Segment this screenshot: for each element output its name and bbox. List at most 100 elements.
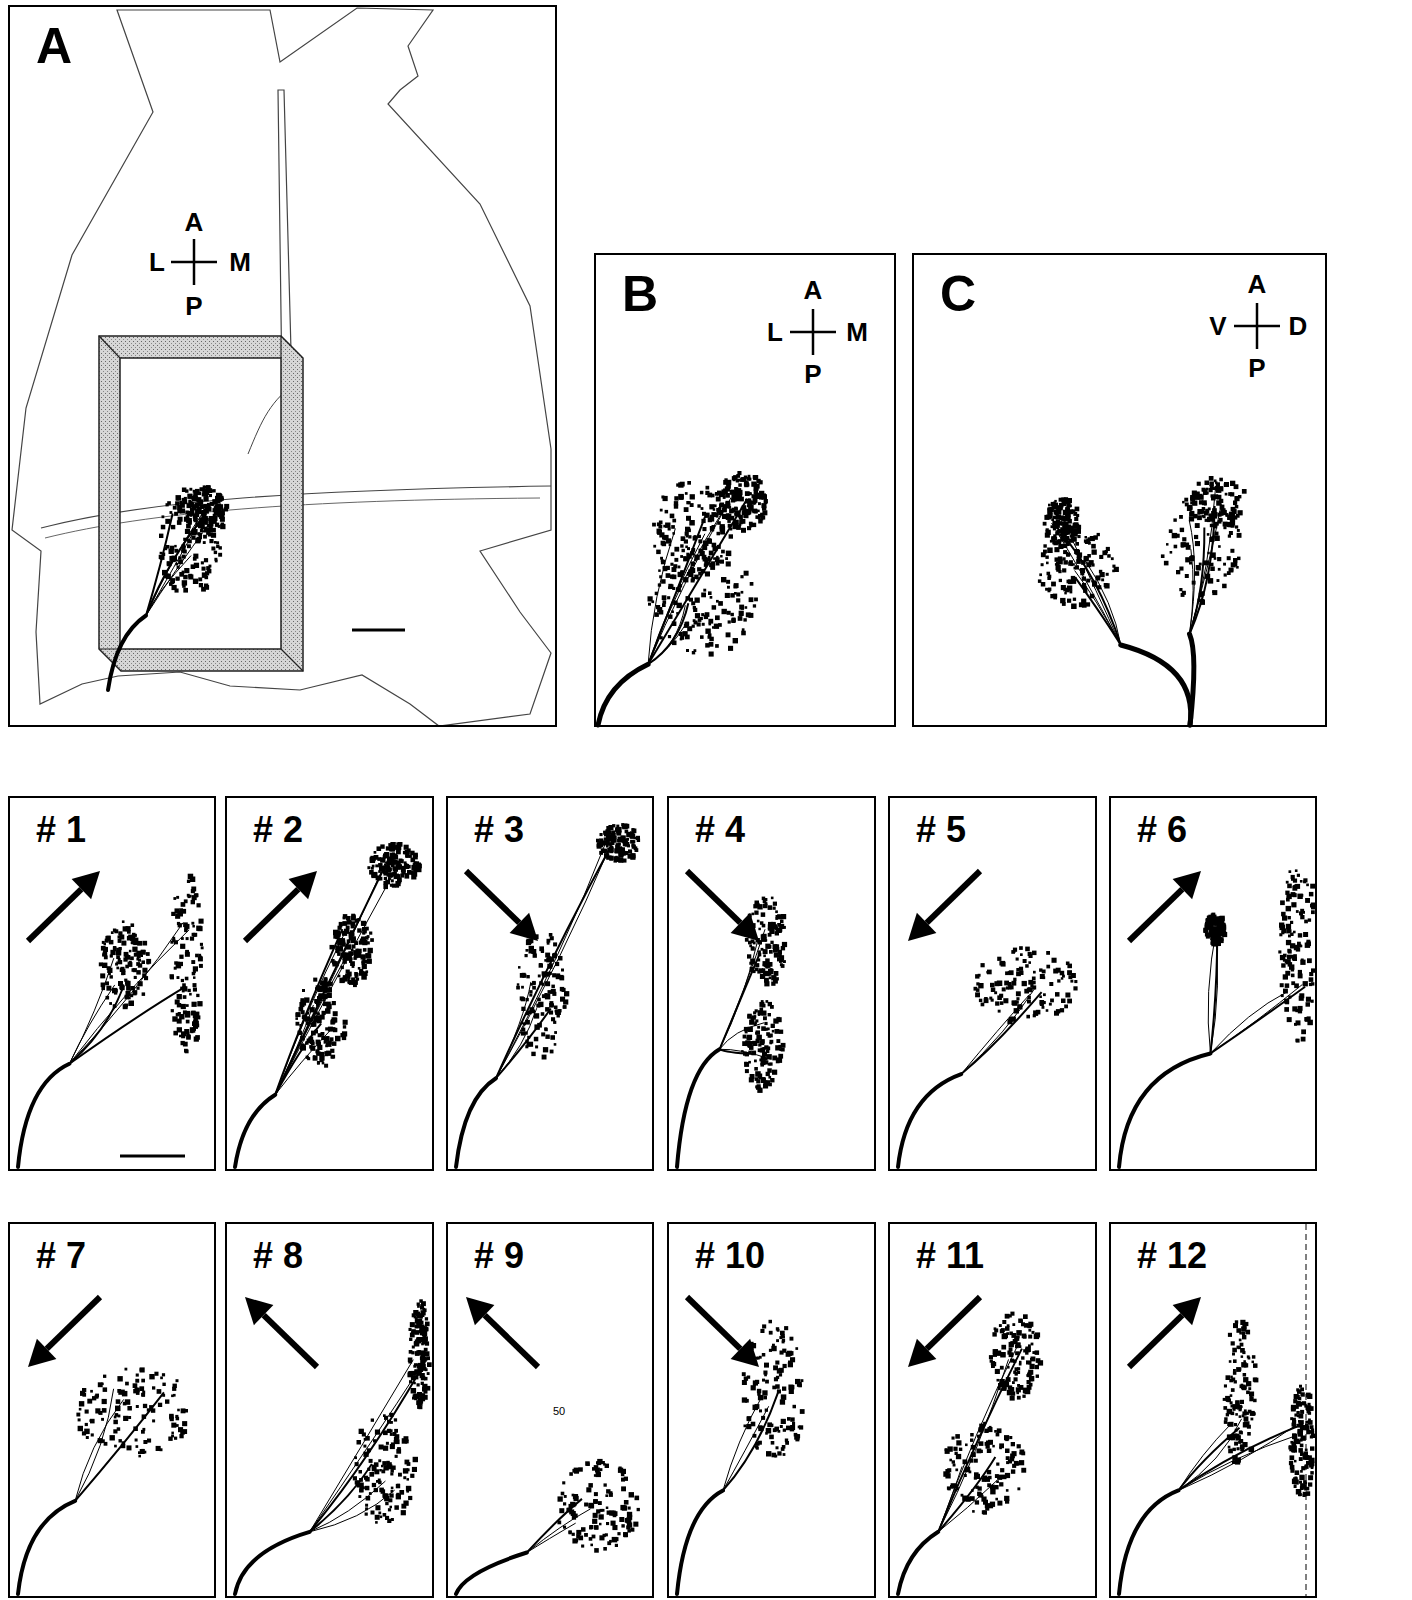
bouton-dot bbox=[362, 932, 365, 935]
bouton-dot bbox=[101, 983, 106, 988]
bouton-dot bbox=[758, 514, 762, 518]
bouton-dot bbox=[127, 936, 132, 941]
bouton-dot bbox=[1193, 514, 1198, 519]
bouton-dot bbox=[387, 858, 392, 863]
bouton-dot bbox=[352, 965, 355, 968]
bouton-dot bbox=[739, 519, 743, 523]
bouton-dot bbox=[106, 996, 110, 1000]
bouton-dot bbox=[125, 981, 130, 986]
bouton-dot bbox=[666, 573, 671, 578]
bouton-dot bbox=[550, 1035, 555, 1040]
axon-trunk bbox=[1121, 645, 1191, 725]
bouton-dot bbox=[753, 498, 758, 503]
bouton-dot bbox=[648, 603, 651, 606]
bouton-dot bbox=[175, 914, 180, 919]
bouton-dot bbox=[1231, 519, 1235, 523]
bouton-dot bbox=[672, 519, 676, 523]
bouton-dot bbox=[1172, 533, 1177, 538]
bouton-dot bbox=[362, 964, 367, 969]
bouton-dot bbox=[172, 937, 175, 940]
bouton-dot bbox=[734, 510, 739, 515]
bouton-dot bbox=[188, 574, 193, 579]
bouton-dot bbox=[1195, 571, 1200, 576]
bouton-dot bbox=[662, 603, 666, 607]
bouton-dot bbox=[1055, 512, 1059, 516]
bouton-dot bbox=[1190, 512, 1194, 516]
bouton-dot bbox=[725, 593, 730, 598]
bouton-dot bbox=[1191, 556, 1194, 559]
bouton-dot bbox=[141, 950, 145, 954]
bouton-dot bbox=[1070, 564, 1073, 567]
bouton-dot bbox=[201, 587, 206, 592]
bouton-dot bbox=[679, 632, 683, 636]
bouton-dot bbox=[716, 556, 719, 559]
bouton-dot bbox=[179, 955, 183, 959]
bouton-dot bbox=[193, 518, 196, 521]
bouton-dot bbox=[672, 567, 677, 572]
bouton-dot bbox=[308, 1037, 313, 1042]
bouton-dot bbox=[218, 504, 223, 509]
bouton-dot bbox=[195, 489, 200, 494]
bouton-dot bbox=[106, 986, 111, 991]
bouton-dot bbox=[1208, 578, 1214, 584]
bouton-dot bbox=[731, 498, 735, 502]
bouton-dot bbox=[738, 483, 742, 487]
bouton-dot bbox=[658, 569, 661, 572]
bouton-dot bbox=[209, 494, 212, 497]
bouton-dot bbox=[666, 566, 670, 570]
axon-branch bbox=[69, 930, 189, 1064]
bouton-dot bbox=[185, 977, 189, 981]
bouton-dot bbox=[193, 983, 197, 987]
bouton-dot bbox=[1064, 560, 1068, 564]
bouton-dot bbox=[322, 1062, 325, 1065]
bouton-dot bbox=[1072, 509, 1076, 513]
bouton-dot bbox=[750, 582, 754, 586]
bouton-dot bbox=[709, 517, 714, 522]
bouton-dot bbox=[1198, 494, 1203, 499]
axon-arbor bbox=[18, 874, 204, 1167]
bouton-dot bbox=[183, 922, 188, 927]
bouton-dot bbox=[146, 952, 150, 956]
bouton-dot bbox=[717, 560, 720, 563]
bouton-dot bbox=[705, 571, 710, 576]
bouton-dot bbox=[744, 571, 749, 576]
bouton-dot bbox=[335, 935, 339, 939]
axon-trunk bbox=[235, 1095, 275, 1167]
bouton-dot bbox=[325, 1053, 329, 1057]
bouton-dot bbox=[194, 1037, 199, 1042]
bouton-dot bbox=[1213, 524, 1217, 528]
bouton-dot bbox=[1217, 495, 1222, 500]
bouton-dot bbox=[1076, 514, 1079, 517]
bouton-dot bbox=[726, 551, 732, 557]
bouton-dot bbox=[359, 971, 364, 976]
axon-branch bbox=[146, 511, 204, 615]
bouton-dot bbox=[726, 501, 731, 506]
bouton-dot bbox=[670, 575, 674, 579]
bouton-dot bbox=[330, 1049, 334, 1053]
bouton-dot bbox=[219, 514, 224, 519]
bouton-dot bbox=[365, 936, 369, 940]
bouton-dot bbox=[1169, 529, 1173, 533]
axon-branch bbox=[648, 497, 731, 664]
bouton-dot bbox=[685, 527, 690, 532]
bouton-dot bbox=[184, 568, 189, 573]
bouton-dot bbox=[195, 1016, 198, 1019]
bouton-dot bbox=[1077, 535, 1080, 538]
bouton-dot bbox=[691, 551, 694, 554]
bouton-dot bbox=[1056, 562, 1060, 566]
bouton-dot bbox=[316, 1042, 321, 1047]
bouton-dot bbox=[296, 1022, 300, 1026]
bouton-dot bbox=[118, 960, 122, 964]
bouton-dot bbox=[391, 863, 395, 867]
bouton-dot bbox=[736, 592, 740, 596]
bouton-dot bbox=[186, 1004, 189, 1007]
bouton-dot bbox=[722, 609, 727, 614]
bouton-dot bbox=[726, 516, 730, 520]
bouton-dot bbox=[724, 478, 727, 481]
bouton-dot bbox=[184, 899, 188, 903]
bouton-dot bbox=[384, 877, 387, 880]
bouton-dot bbox=[220, 524, 225, 529]
bouton-dot bbox=[687, 554, 692, 559]
bouton-dot bbox=[114, 929, 118, 933]
